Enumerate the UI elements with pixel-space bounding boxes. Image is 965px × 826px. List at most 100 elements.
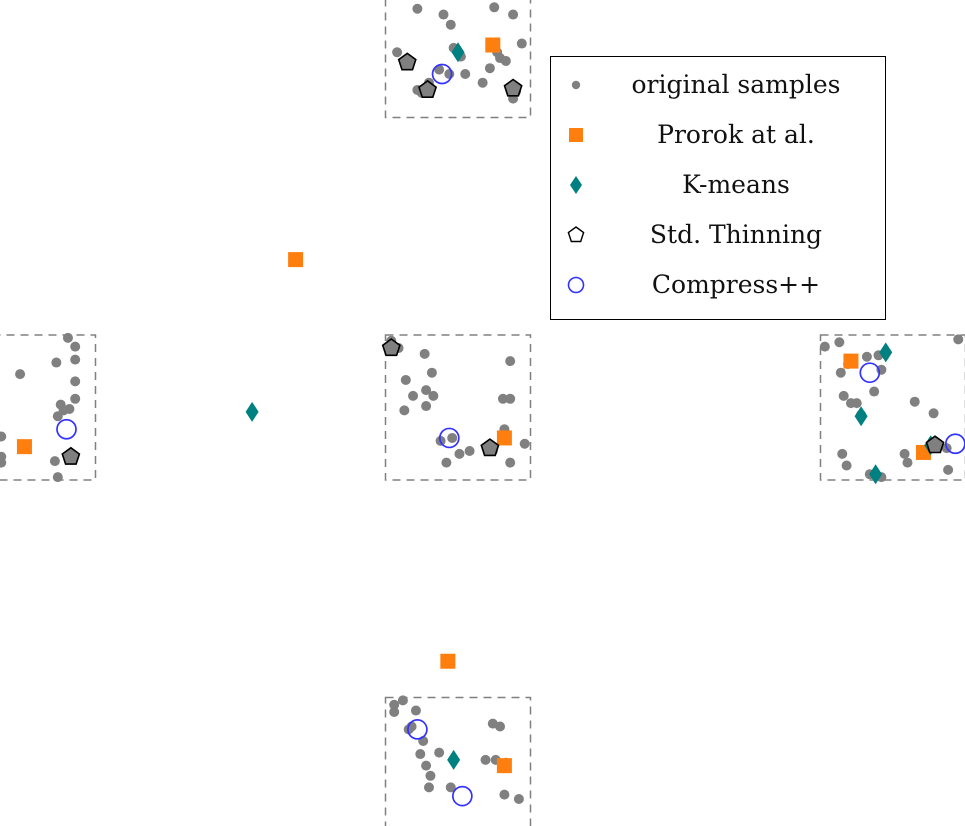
sample-point <box>909 396 920 407</box>
std-thinning-point <box>397 52 417 71</box>
sample-point <box>841 460 852 471</box>
sample-point <box>415 749 426 760</box>
sample-point <box>410 705 421 716</box>
pentagon-marker-icon <box>567 226 585 243</box>
compress-point <box>431 63 453 85</box>
sample-point <box>62 332 73 343</box>
sample-point <box>819 341 830 352</box>
sample-point <box>70 376 81 387</box>
sample-point <box>497 393 508 404</box>
prorok-point <box>288 252 304 268</box>
sample-point <box>484 63 495 74</box>
legend-item-original-samples: original samples <box>551 65 885 105</box>
kmeans-point <box>854 406 868 427</box>
legend-item-kmeans: K-means <box>551 165 885 205</box>
legend-item-compress: Compress++ <box>551 265 885 305</box>
std-thinning-point <box>381 338 401 357</box>
sample-point <box>489 2 500 13</box>
sample-point <box>52 411 63 422</box>
sample-point <box>834 337 845 348</box>
sample-point <box>408 390 419 401</box>
sample-point <box>460 69 471 79</box>
sample-point <box>425 770 436 781</box>
sample-point <box>464 446 475 456</box>
kmeans-point <box>447 749 461 770</box>
region-box-left <box>0 334 97 481</box>
prorok-point <box>496 430 512 446</box>
legend-label-kmeans: K-means <box>682 170 790 199</box>
sample-point <box>428 390 439 401</box>
sample-point <box>70 341 81 352</box>
sample-point <box>400 374 411 385</box>
compress-point <box>407 719 428 740</box>
std-thinning-point <box>418 79 438 98</box>
sample-point <box>426 367 437 378</box>
sample-point <box>445 19 456 30</box>
region-box-bottom <box>384 696 532 826</box>
sample-point <box>835 367 846 378</box>
region-box-right <box>819 334 965 481</box>
sample-point <box>902 457 913 468</box>
prorok-point <box>496 758 512 774</box>
sample-point <box>51 357 62 368</box>
square-marker-icon <box>569 128 583 142</box>
sample-point <box>499 789 510 800</box>
region-box-top <box>384 0 532 119</box>
sample-point <box>838 390 849 401</box>
sample-point <box>438 9 449 20</box>
sample-point <box>397 695 408 706</box>
prorok-point <box>843 353 859 369</box>
legend-label-original-samples: original samples <box>631 70 841 99</box>
sample-point <box>424 782 434 793</box>
sample-point <box>487 718 498 729</box>
sample-point <box>851 398 862 409</box>
compress-point <box>56 418 77 440</box>
std-thinning-point <box>480 438 500 457</box>
kmeans-point <box>869 464 883 485</box>
sample-point <box>419 348 430 359</box>
sample-point <box>421 760 432 771</box>
sample-point <box>505 393 516 404</box>
compress-point <box>438 427 460 449</box>
legend-item-std-thinning: Std. Thinning <box>551 215 885 255</box>
legend-label-std-thinning: Std. Thinning <box>649 220 823 249</box>
sample-point <box>444 69 455 79</box>
sample-point <box>399 405 410 416</box>
kmeans-point <box>451 42 465 63</box>
kmeans-point <box>879 342 893 363</box>
sample-point <box>516 38 527 49</box>
sample-point <box>70 393 81 404</box>
sample-point <box>441 457 452 468</box>
sample-point <box>15 369 26 380</box>
sample-point <box>49 456 60 467</box>
sample-point <box>953 334 964 345</box>
sample-point <box>513 794 524 804</box>
sample-point <box>0 457 7 468</box>
sample-point <box>477 77 488 88</box>
sample-point <box>447 432 458 443</box>
legend-label-compress: Compress++ <box>651 270 821 299</box>
sample-point <box>505 356 516 367</box>
legend-label-prorok: Prorok at al. <box>657 120 815 149</box>
sample-point <box>434 747 445 758</box>
sample-point <box>70 354 81 365</box>
legend-item-prorok: Prorok at al. <box>551 115 885 155</box>
sample-point <box>445 782 456 793</box>
sample-point <box>454 448 465 459</box>
sample-point <box>412 3 423 14</box>
sample-point <box>421 385 432 396</box>
std-thinning-point <box>61 446 81 465</box>
sample-point <box>869 386 880 397</box>
sample-point <box>52 472 63 483</box>
dot-marker-icon <box>571 80 581 90</box>
std-thinning-series <box>61 52 945 465</box>
sample-point <box>505 457 516 468</box>
compress-point <box>859 362 881 384</box>
diamond-marker-icon <box>570 176 582 194</box>
sample-point <box>389 699 400 710</box>
sample-point <box>392 47 403 58</box>
sample-point <box>508 9 519 20</box>
sample-point <box>500 55 511 66</box>
